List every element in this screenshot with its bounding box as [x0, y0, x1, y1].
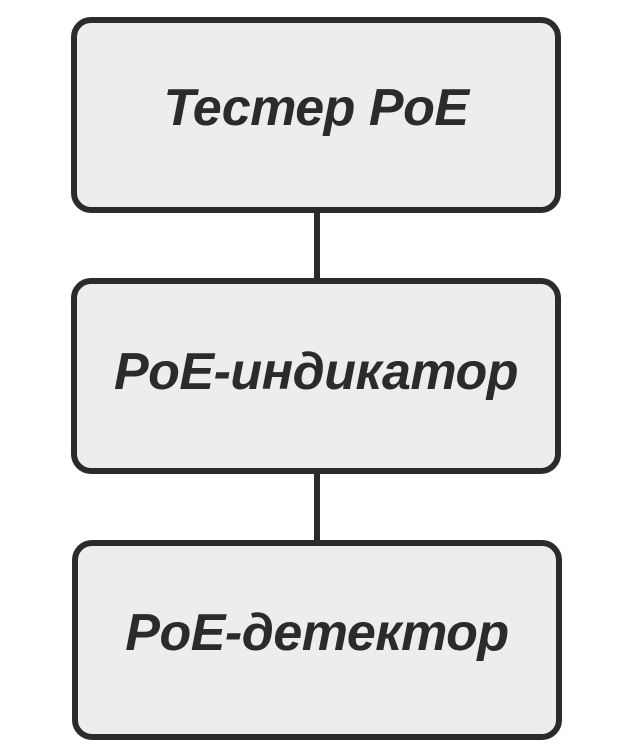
flow-node-label: PoE-детектор	[125, 604, 509, 662]
flow-node-label: Тестер PoE	[163, 79, 469, 137]
connector-tester-to-indicator	[314, 206, 320, 284]
flow-node-tester-poe[interactable]: Тестер PoE	[71, 17, 561, 213]
flow-node-poe-indicator[interactable]: PoE-индикатор	[71, 278, 561, 474]
connector-indicator-to-detector	[314, 467, 320, 546]
flow-node-label: PoE-индикатор	[113, 343, 519, 401]
flow-node-poe-detector[interactable]: PoE-детектор	[72, 540, 562, 740]
